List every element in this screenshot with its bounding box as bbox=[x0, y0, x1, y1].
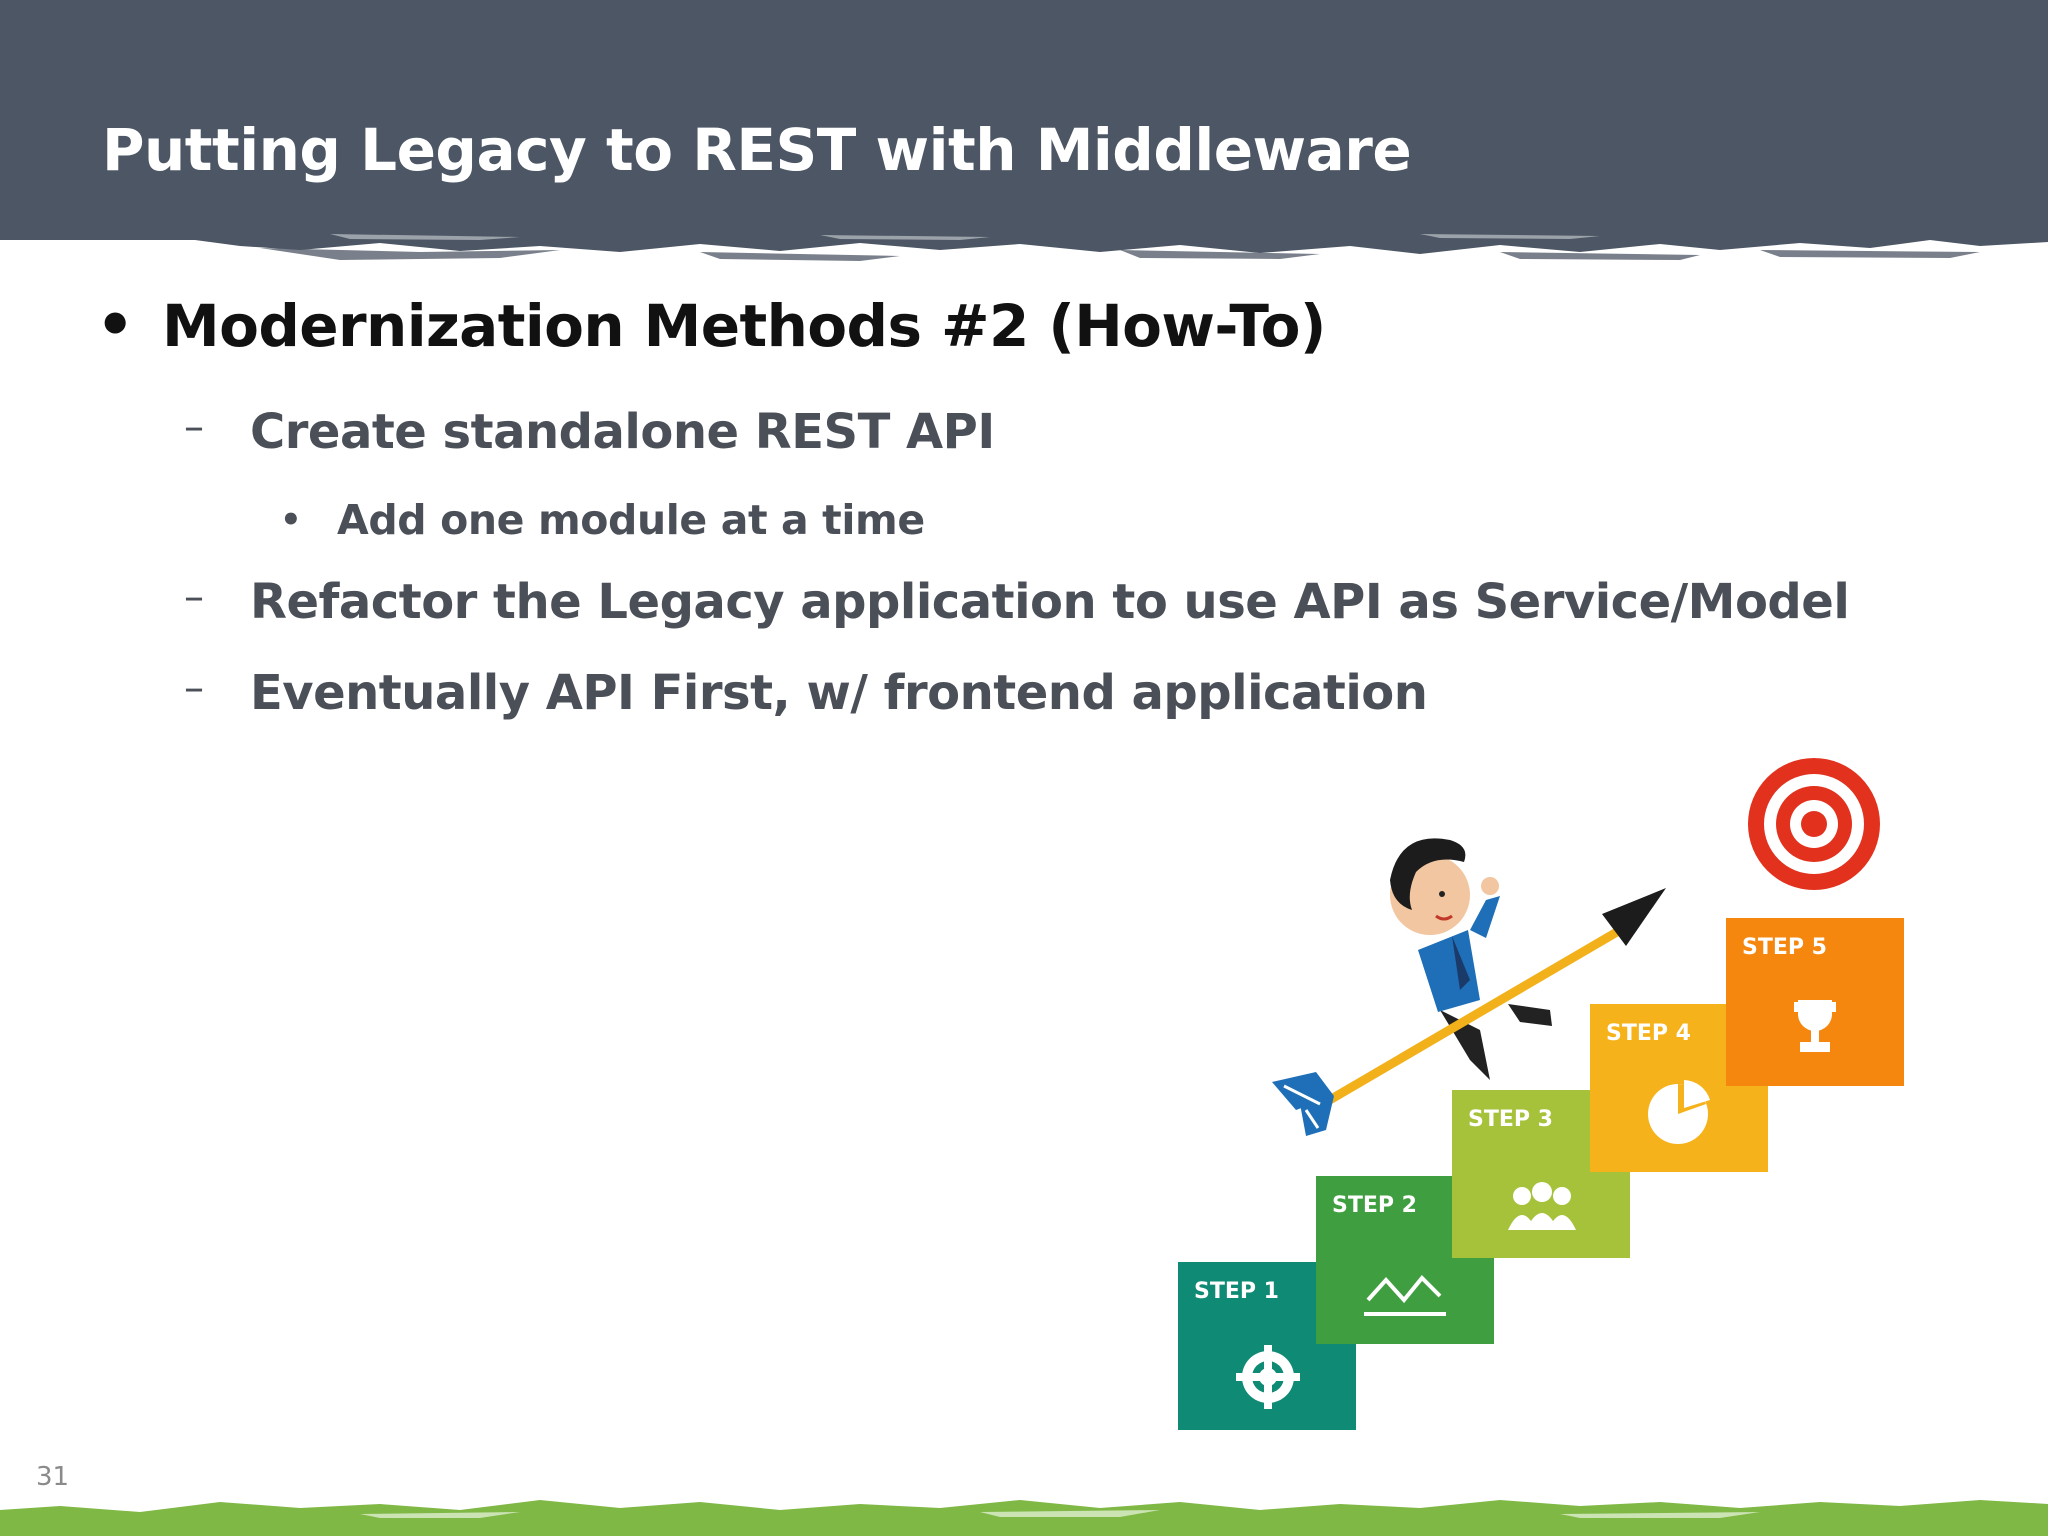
pie-chart-icon bbox=[1648, 1080, 1710, 1144]
steps-illustration: STEP 1 STEP 2 STEP 3 STEP 4 bbox=[1178, 758, 1904, 1430]
step-3-label: STEP 3 bbox=[1468, 1107, 1553, 1132]
arrow-icon bbox=[1272, 888, 1666, 1136]
step-5-block: STEP 5 bbox=[1726, 918, 1904, 1086]
sub-bullet-api-first: Eventually API First, w/ frontend applic… bbox=[250, 665, 1428, 721]
sub-sub-bullet-add-module: Add one module at a time bbox=[337, 496, 925, 544]
step-4-block: STEP 4 bbox=[1590, 1004, 1768, 1172]
dash-marker: – bbox=[184, 574, 204, 620]
footer-brush-strip bbox=[0, 1500, 2048, 1536]
businessman-figure bbox=[1390, 838, 1552, 1080]
people-icon bbox=[1508, 1182, 1576, 1230]
step-2-label: STEP 2 bbox=[1332, 1193, 1417, 1218]
title-bar bbox=[0, 0, 2048, 240]
dash-marker: – bbox=[184, 665, 204, 711]
bullet-marker-small: • bbox=[280, 500, 302, 540]
sub-bullet-refactor: Refactor the Legacy application to use A… bbox=[250, 574, 1850, 630]
title-bar-brush-edge bbox=[0, 228, 2048, 261]
dash-marker: – bbox=[184, 404, 204, 450]
step-4-label: STEP 4 bbox=[1606, 1021, 1691, 1046]
gear-icon bbox=[1236, 1345, 1300, 1409]
main-bullet-heading: Modernization Methods #2 (How-To) bbox=[162, 292, 1326, 360]
line-chart-icon bbox=[1364, 1275, 1446, 1316]
bullet-marker: • bbox=[96, 290, 135, 360]
step-1-label: STEP 1 bbox=[1194, 1279, 1279, 1304]
sub-bullet-create-api: Create standalone REST API bbox=[250, 404, 995, 460]
target-icon bbox=[1748, 758, 1880, 890]
slide-number: 31 bbox=[36, 1462, 70, 1492]
trophy-icon bbox=[1794, 1000, 1836, 1052]
step-5-label: STEP 5 bbox=[1742, 935, 1827, 960]
slide-title: Putting Legacy to REST with Middleware bbox=[102, 116, 1412, 184]
